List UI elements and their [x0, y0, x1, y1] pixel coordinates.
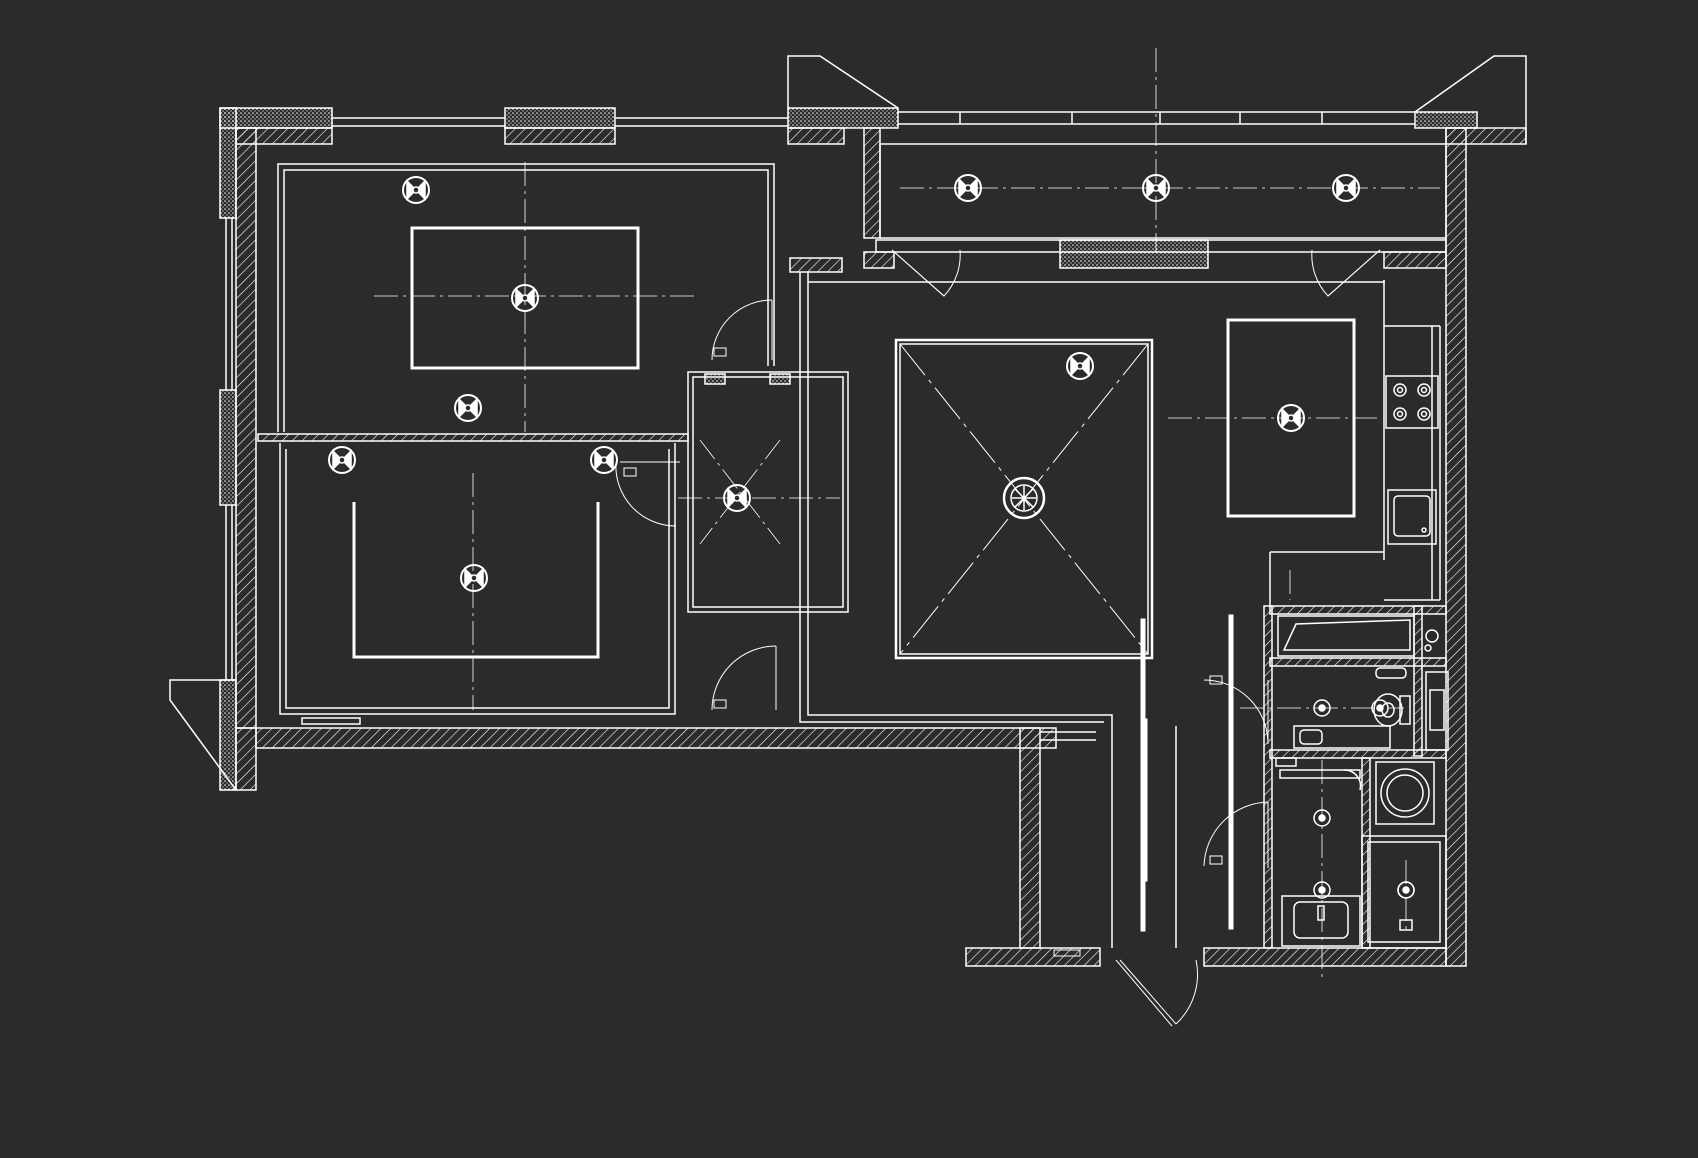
washing-machine-icon	[1375, 761, 1435, 825]
bedroom-1	[277, 163, 775, 432]
bathroom-details	[1275, 757, 1362, 791]
sink-icon	[1387, 489, 1437, 545]
living-kitchen	[894, 318, 1441, 932]
interior-walls	[257, 257, 1447, 949]
door-swing-icon	[615, 249, 1381, 1027]
bathtub	[1277, 615, 1439, 657]
small-spotlights	[1313, 699, 1415, 899]
chandelier-icon	[1002, 476, 1046, 520]
bath-sink	[1281, 895, 1361, 947]
stove-icon	[1385, 375, 1439, 429]
wc-sink	[1293, 725, 1391, 749]
loggia	[875, 143, 1447, 253]
boiler	[1425, 671, 1449, 751]
bedroom-2	[279, 443, 676, 725]
window-frames	[169, 55, 1527, 791]
exterior-walls	[235, 127, 1527, 967]
